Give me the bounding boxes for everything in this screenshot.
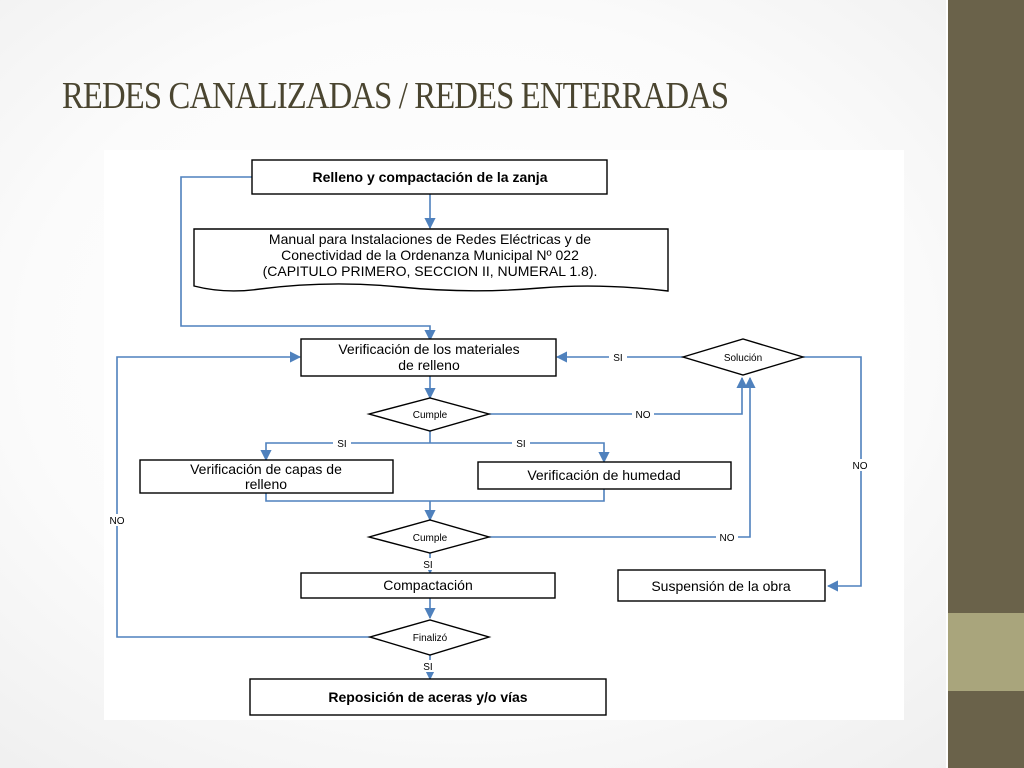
edge-si-to-humedad: [430, 442, 610, 464]
edge-label-no-finalizo: NO: [110, 516, 125, 527]
box-compactacion-label: Compactación: [383, 577, 473, 593]
box-verif-capas-line-1: Verificación de capas de: [190, 461, 342, 477]
box-verif-materiales: [300, 338, 557, 377]
sidebar-divider: [946, 0, 948, 768]
edge-label-si-humedad: SI: [516, 439, 525, 450]
doc-manual-line-3: (CAPITULO PRIMERO, SECCION II, NUMERAL 1…: [263, 263, 598, 279]
decision-finalizo: [367, 619, 492, 656]
box-relleno: [251, 159, 608, 195]
edge-label-no-solucion: NO: [853, 461, 868, 472]
slide-title: REDES CANALIZADAS / REDES ENTERRADAS: [62, 75, 729, 117]
edge-label-si-capas: SI: [337, 439, 346, 450]
box-verif-materiales-line-2: de relleno: [398, 357, 460, 373]
decision-solucion: [680, 338, 806, 376]
decision-cumple-1: [366, 397, 492, 432]
edge-cumple-2-no-to-solucion: [489, 376, 756, 538]
box-suspension-label: Suspensión de la obra: [651, 578, 791, 594]
edge-capas-humedad-merge: [265, 489, 605, 502]
edge-relleno-loop-to-verificacion: [180, 176, 436, 342]
box-verif-capas: [139, 459, 394, 494]
decision-cumple-1-label: Cumple: [413, 410, 448, 421]
edge-label-no-cumple-1: NO: [636, 410, 651, 421]
box-suspension: [617, 569, 826, 602]
box-verif-humedad: [477, 461, 732, 490]
edge-label-no-cumple-2: NO: [720, 533, 735, 544]
box-reposicion-label: Reposición de aceras y/o vías: [328, 689, 527, 705]
decision-solucion-label: Solución: [724, 353, 762, 364]
edge-si-to-capas: [260, 442, 430, 462]
box-verif-materiales-line-1: Verificación de los materiales: [338, 341, 519, 357]
edge-label-si-solucion: SI: [613, 353, 622, 364]
doc-manual-line-1: Manual para Instalaciones de Redes Eléct…: [269, 231, 591, 247]
decision-cumple-2-label: Cumple: [413, 533, 448, 544]
box-relleno-label: Relleno y compactación de la zanja: [313, 169, 548, 185]
edge-label-si-finalizo: SI: [423, 662, 432, 673]
doc-manual: [193, 228, 669, 292]
box-reposicion: [249, 678, 607, 716]
decision-cumple-2: [366, 519, 492, 554]
sidebar-accent-block: [948, 613, 1024, 691]
doc-manual-line-2: Conectividad de la Ordenanza Municipal N…: [281, 247, 579, 263]
box-verif-capas-line-2: relleno: [245, 476, 287, 492]
decision-finalizo-label: Finalizó: [413, 633, 448, 644]
edge-cumple-1-no-to-solucion: [489, 376, 748, 415]
flowchart: Relleno y compactación de la zanja Manua…: [104, 150, 904, 720]
edge-label-si-cumple-2: SI: [423, 560, 432, 571]
edge-solucion-no-to-suspension: [803, 356, 862, 592]
edge-finalizo-no-to-verificacion: [116, 351, 370, 638]
box-compactacion: [300, 572, 556, 599]
box-verif-humedad-label: Verificación de humedad: [527, 467, 680, 483]
